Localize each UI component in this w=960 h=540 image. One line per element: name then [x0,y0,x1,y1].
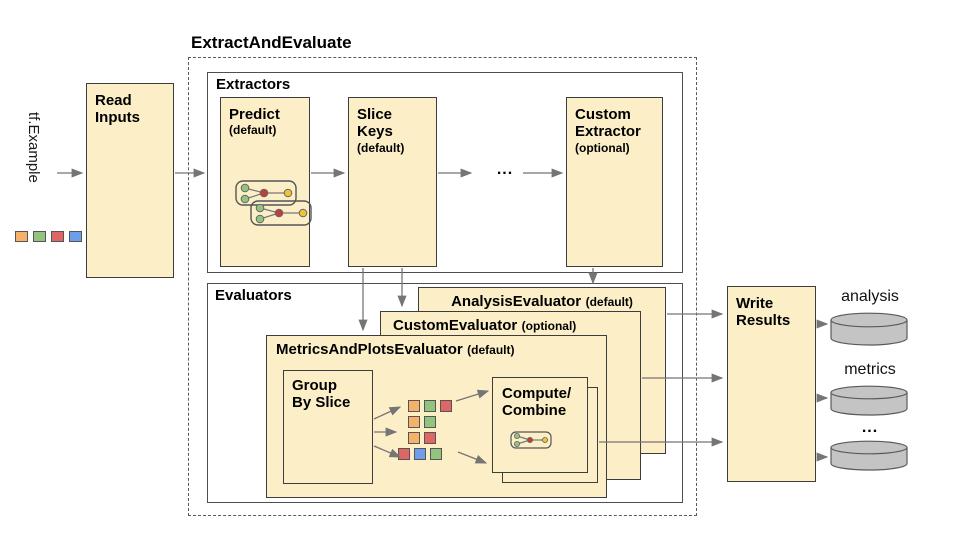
compute-combine-title-line1: Compute/ [502,385,572,402]
predict-qualifier: (default) [229,123,277,138]
extractors-ellipsis: ... [496,161,514,178]
extractors-section: Extractors [207,72,683,273]
slice-group-row [408,432,436,444]
data-square [15,231,28,242]
group-by-slice-box: Group By Slice [283,370,373,484]
predict-title: Predict [229,106,280,123]
extractors-section-label: Extractors [216,76,291,93]
tf-example-legend-squares [15,231,82,242]
analysis-evaluator-qualifier: (default) [585,295,633,309]
data-square [408,432,420,444]
slice-group-row [398,448,442,460]
more-outputs-ellipsis: ... [861,419,879,436]
data-square [398,448,410,460]
compute-combine-box: Compute/ Combine [492,377,588,473]
custom-evaluator-qualifier: (optional) [521,319,577,333]
data-square [408,400,420,412]
data-square [440,400,452,412]
data-square [33,231,46,242]
read-inputs-title: Read Inputs [95,92,140,127]
extract-and-evaluate-container [188,57,697,516]
custom-extractor-title: Custom Extractor [575,106,641,141]
slice-keys-extractor-box: Slice Keys (default) [348,97,437,267]
data-square [424,432,436,444]
custom-extractor-box: Custom Extractor (optional) [566,97,663,267]
other-database-icon [830,440,908,471]
data-square [424,416,436,428]
metrics-evaluator-title: MetricsAndPlotsEvaluator [276,341,463,358]
data-square [430,448,442,460]
compute-combine-title-line2: Combine [502,402,567,420]
evaluators-section: Evaluators [207,283,683,503]
model-graph-icon-small [510,431,552,449]
metrics-output-label: metrics [844,361,896,378]
analysis-evaluator-title: AnalysisEvaluator [451,293,582,310]
evaluators-section-label: Evaluators [215,287,292,304]
analysis-output-label: analysis [841,288,899,305]
custom-evaluator-title: CustomEvaluator [393,317,518,334]
read-inputs-box: Read Inputs [86,83,174,278]
pipeline-title: ExtractAndEvaluate [191,33,352,52]
write-results-box: Write Results [727,286,816,482]
model-graph-icon [235,180,312,226]
metrics-evaluator-qualifier: (default) [467,343,515,357]
slice-group-row [408,416,436,428]
data-square [424,400,436,412]
data-square [414,448,426,460]
predict-extractor-box: Predict (default) [220,97,312,267]
metrics-database-icon [830,385,908,416]
slice-keys-title: Slice Keys [357,106,393,141]
data-square [51,231,64,242]
slice-keys-qualifier: (default) [357,140,405,155]
data-square [408,416,420,428]
custom-extractor-qualifier: (optional) [575,140,630,155]
write-results-title: Write Results [736,295,791,330]
tf-example-label: tf.Example [25,112,42,183]
data-square [69,231,82,242]
slice-group-row [408,400,452,412]
group-by-slice-title: Group By Slice [292,377,351,412]
analysis-database-icon [830,312,908,346]
